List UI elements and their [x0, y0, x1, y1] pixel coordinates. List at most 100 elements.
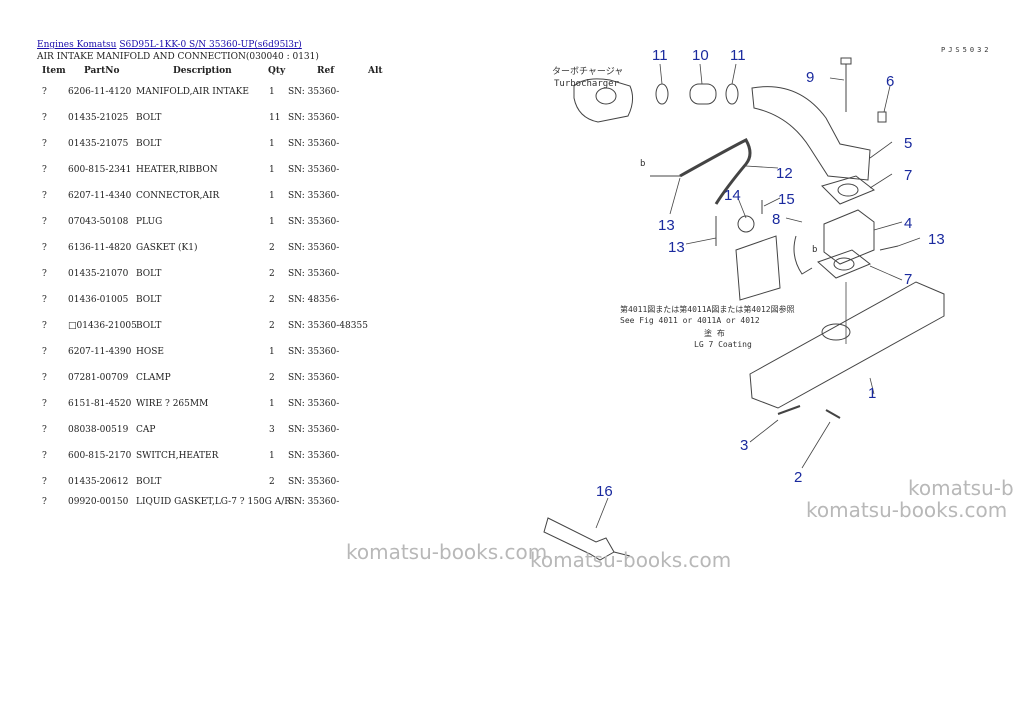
turbo-outlet-shape — [595, 87, 617, 105]
cell-qty: 2 — [269, 321, 275, 331]
cell-ref: SN: 35360- — [288, 243, 340, 253]
cell-description: MANIFOLD,AIR INTAKE — [136, 87, 249, 97]
callout-14: 14 — [724, 187, 741, 204]
callout-1: 1 — [868, 385, 876, 402]
drawing-code: PJS5032 — [941, 46, 992, 54]
cell-description: GASKET (K1) — [136, 243, 198, 253]
parts-table-header: Item PartNo Description Qty Ref Alt — [0, 66, 420, 80]
cell-ref: SN: 35360- — [288, 497, 340, 507]
cell-partno: 08038-00519 — [68, 425, 129, 435]
cell-ref: SN: 35360- — [288, 87, 340, 97]
cell-ref: SN: 48356- — [288, 295, 340, 305]
callout-12: 12 — [776, 165, 793, 182]
cell-qty: 2 — [269, 295, 275, 305]
callout-3: 3 — [740, 437, 748, 454]
callout-11a: 11 — [652, 47, 668, 64]
col-item: Item — [42, 66, 66, 76]
label-b1: b — [640, 159, 645, 169]
callout-2: 2 — [794, 469, 802, 486]
cell-qty: 2 — [269, 373, 275, 383]
cell-partno: 01435-21075 — [68, 139, 129, 149]
cell-item: ? — [42, 295, 47, 305]
callout-13a: 13 — [658, 217, 675, 234]
cell-item: ? — [42, 497, 47, 507]
cell-description: CLAMP — [136, 373, 171, 383]
breadcrumb-link-engines[interactable]: Engines Komatsu — [37, 40, 117, 50]
cell-ref: SN: 35360- — [288, 217, 340, 227]
callout-13b: 13 — [668, 239, 685, 256]
cell-description: BOLT — [136, 269, 162, 279]
cell-description: WIRE ? 265MM — [136, 399, 209, 409]
cell-qty: 1 — [269, 217, 275, 227]
callout-11b: 11 — [730, 47, 746, 64]
cell-partno: 07043-50108 — [68, 217, 129, 227]
gasket-lower-shape — [817, 249, 871, 279]
cell-partno: 01435-21025 — [68, 113, 129, 123]
cell-partno: 01435-20612 — [68, 477, 129, 487]
cell-description: LIQUID GASKET,LG-7 ? 150G A/R — [136, 497, 291, 507]
cell-partno: 6206-11-4120 — [68, 87, 132, 97]
cell-description: BOLT — [136, 477, 162, 487]
callout-10: 10 — [692, 47, 709, 64]
cell-item: ? — [42, 113, 47, 123]
cell-description: BOLT — [136, 139, 162, 149]
callout-9: 9 — [806, 69, 814, 86]
intake-manifold-shape — [749, 281, 945, 409]
cell-item: ? — [42, 347, 47, 357]
cell-item: ? — [42, 217, 47, 227]
cell-qty: 11 — [269, 113, 281, 123]
see-figure-en: See Fig 4011 or 4011A or 4012 — [620, 316, 760, 325]
callout-4: 4 — [904, 215, 912, 232]
cell-qty: 2 — [269, 477, 275, 487]
turbocharger-shape — [573, 78, 634, 123]
cell-partno: 09920-00150 — [68, 497, 129, 507]
turbo-label-en: Turbocharger — [554, 79, 620, 89]
table-row: ? 09920-00150 LIQUID GASKET,LG-7 ? 150G A/… — [0, 497, 420, 511]
clamp-left-shape — [655, 83, 669, 105]
cell-qty: 2 — [269, 243, 275, 253]
turbo-label-jp: ターボチャージャ — [552, 66, 623, 77]
cell-item: ? — [42, 399, 47, 409]
cell-item: ? — [42, 451, 47, 461]
cell-ref: SN: 35360- — [288, 477, 340, 487]
cell-partno: 01436-01005 — [68, 295, 129, 305]
hose-shape — [689, 83, 717, 105]
cell-qty: 1 — [269, 87, 275, 97]
cell-item: ? — [42, 87, 47, 97]
cell-partno: 6151-81-4520 — [68, 399, 132, 409]
cell-item: ? — [42, 191, 47, 201]
cell-ref: SN: 35360- — [288, 425, 340, 435]
breadcrumb-link-model[interactable]: S6D95L-1KK-0 S/N 35360-UP(s6d95l3r) — [119, 40, 302, 50]
watermark: komatsu-books.com — [346, 540, 548, 564]
cell-partno: □01436-21005 — [68, 321, 137, 331]
table-row: ? 6206-11-4120 MANIFOLD,AIR INTAKE 1 SN: 353… — [0, 87, 420, 101]
cell-item: ? — [42, 321, 47, 331]
cell-qty: 1 — [269, 347, 275, 357]
cell-partno: 600-815-2170 — [68, 451, 132, 461]
breadcrumb: Engines Komatsu S6D95L-1KK-0 S/N 35360-U… — [37, 40, 302, 50]
callout-7b: 7 — [904, 271, 912, 288]
cell-description: BOLT — [136, 113, 162, 123]
cell-qty: 1 — [269, 451, 275, 461]
col-ref: Ref — [317, 66, 335, 76]
cell-item: ? — [42, 373, 47, 383]
cell-partno: 6207-11-4390 — [68, 347, 132, 357]
cell-ref: SN: 35360- — [288, 139, 340, 149]
see-figure-jp: 第4011図または第4011A図または第4012図参照 — [620, 304, 795, 314]
cell-description: BOLT — [136, 295, 162, 305]
cell-partno: 600-815-2341 — [68, 165, 132, 175]
cell-description: CAP — [136, 425, 156, 435]
cell-description: BOLT — [136, 321, 162, 331]
cell-item: ? — [42, 139, 47, 149]
callout-6: 6 — [886, 73, 894, 90]
watermark: komatsu-books.com — [530, 548, 732, 572]
